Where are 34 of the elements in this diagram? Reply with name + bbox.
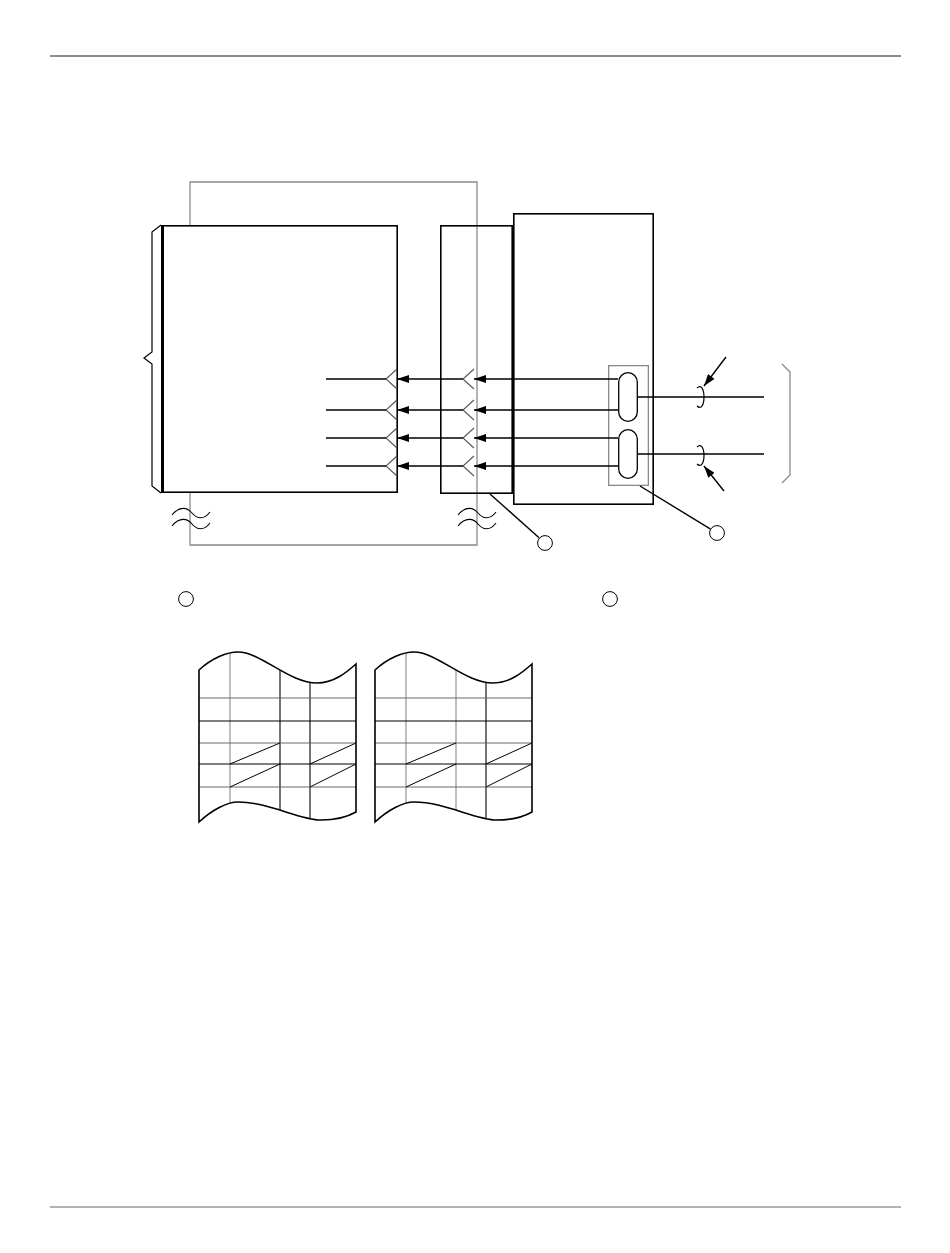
- pin-symbol: [463, 400, 474, 420]
- pin-symbol: [326, 400, 397, 420]
- arrow: [396, 434, 464, 442]
- wire-line: [637, 453, 765, 455]
- arrow: [396, 462, 464, 470]
- arrow: [473, 434, 619, 442]
- wire-line: [637, 396, 765, 398]
- arrow: [473, 462, 619, 470]
- table-drawing: [199, 652, 356, 823]
- device-box: [513, 213, 654, 505]
- pin-symbol: [326, 428, 397, 448]
- loop-symbol: [696, 386, 706, 408]
- callout-circle: [178, 591, 194, 607]
- pin-symbol: [463, 369, 474, 389]
- leader-line: [639, 485, 711, 530]
- arrow: [473, 406, 619, 414]
- connector-housing: [608, 365, 649, 486]
- loop-symbol: [696, 445, 706, 466]
- connector-block: [440, 225, 513, 494]
- arrow: [396, 375, 464, 383]
- pin-symbol: [326, 456, 397, 476]
- pin-symbol: [463, 456, 474, 476]
- arrow: [703, 356, 727, 387]
- arrow: [396, 406, 464, 414]
- callout-circle: [602, 591, 618, 607]
- arrow: [703, 465, 725, 492]
- callout-circle: [709, 525, 725, 541]
- pin-symbol: [463, 428, 474, 448]
- pin-symbol: [326, 369, 397, 389]
- device-box: [161, 225, 398, 493]
- leader-line: [489, 493, 540, 539]
- table-drawing: [375, 652, 532, 823]
- arrow: [473, 375, 619, 383]
- callout-circle: [537, 535, 553, 551]
